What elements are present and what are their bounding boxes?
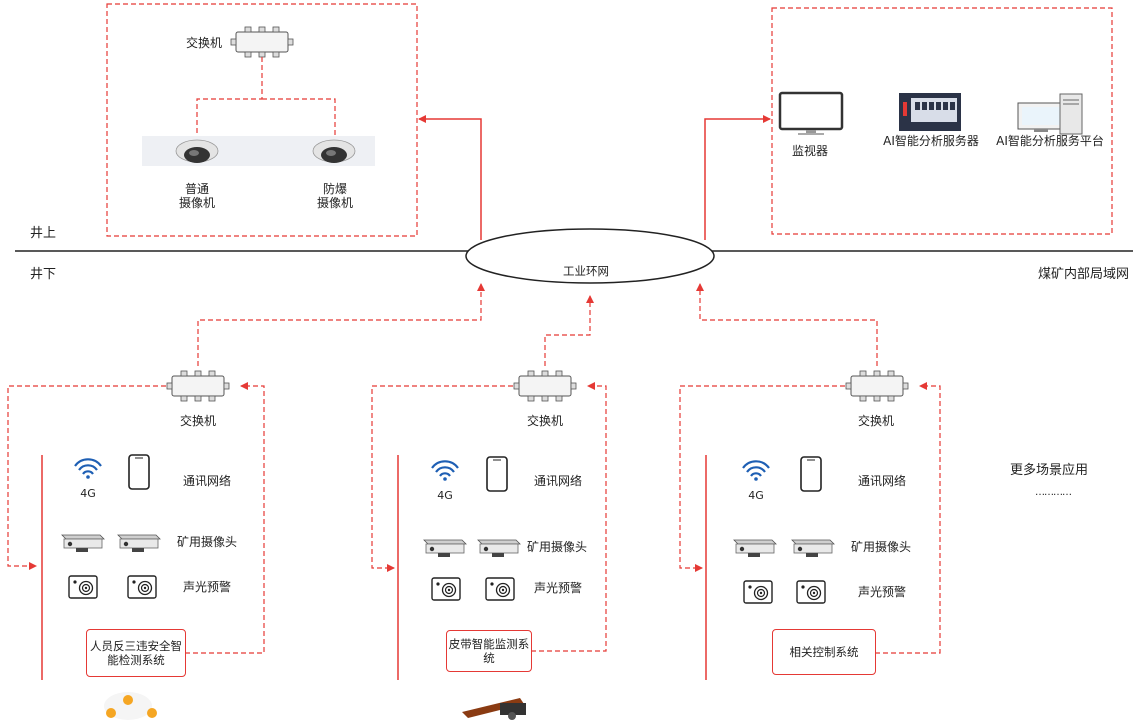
system-box-belt-monitoring: 皮带智能监测系统: [446, 630, 532, 672]
alarm-speaker-icon: [485, 577, 515, 601]
alarm-speaker-icon: [68, 575, 98, 599]
mining-camera-icon: [733, 539, 777, 558]
switch-icon: [230, 26, 294, 58]
comm-network-label: 通讯网络: [534, 474, 583, 488]
alarm-label: 声光预警: [534, 581, 583, 595]
monitor-label: 监视器: [792, 144, 829, 158]
mining-camera-icon: [117, 534, 161, 553]
comm-network-label: 通讯网络: [183, 474, 232, 488]
belt-conveyor-thumbnail: [462, 698, 526, 720]
alarm-speaker-icon: [127, 575, 157, 599]
surface-camera-group: [106, 3, 418, 237]
switch-icon: [166, 370, 230, 402]
zone-label-underground: 井下: [30, 267, 57, 282]
server-icon: [899, 93, 961, 131]
switch-label: 交换机: [186, 36, 223, 50]
switch-icon: [513, 370, 577, 402]
ai-platform-label: AI智能分析服务平台: [996, 134, 1104, 148]
mining-camera-icon: [423, 539, 467, 558]
normal-camera-label: 普通 摄像机: [178, 182, 215, 210]
desktop-pc-icon: [1017, 93, 1083, 135]
4g-label: 4G: [80, 487, 96, 500]
alarm-label: 声光预警: [183, 580, 232, 594]
4g-signal-icon: [73, 458, 103, 480]
mining-camera-label: 矿用摄像头: [527, 540, 588, 554]
system-box-related-control: 相关控制系统: [772, 629, 876, 675]
mining-camera-label: 矿用摄像头: [851, 540, 912, 554]
system-box-safety-detection: 人员反三违安全智能检测系统: [86, 629, 186, 677]
4g-signal-icon: [741, 460, 771, 482]
dome-camera-icon: [175, 139, 219, 163]
comm-network-label: 通讯网络: [858, 474, 907, 488]
alarm-label: 声光预警: [858, 585, 907, 599]
zone-label-surface: 井上: [30, 226, 57, 241]
switch-label: 交换机: [180, 414, 217, 428]
explosion-proof-camera-label: 防爆 摄像机: [316, 182, 353, 210]
phone-icon: [486, 456, 508, 492]
mining-camera-icon: [61, 534, 105, 553]
4g-label: 4G: [437, 489, 453, 502]
mining-camera-icon: [791, 539, 835, 558]
alarm-speaker-icon: [743, 580, 773, 604]
alarm-speaker-icon: [431, 577, 461, 601]
switch-label: 交换机: [527, 414, 564, 428]
mining-camera-label: 矿用摄像头: [177, 535, 238, 549]
lan-label: 煤矿内部局域网: [1038, 267, 1130, 282]
ring-network-label: 工业环网: [563, 264, 609, 278]
ai-server-label: AI智能分析服务器: [883, 134, 979, 148]
mining-camera-icon: [477, 539, 521, 558]
safety-detection-thumbnail: [104, 692, 157, 720]
monitoring-center-group: [771, 7, 1113, 235]
4g-label: 4G: [748, 489, 764, 502]
explosion-proof-dome-camera-icon: [312, 139, 356, 163]
monitor-icon: [778, 91, 844, 135]
industrial-ring-network: [465, 228, 715, 284]
switch-label: 交换机: [858, 414, 895, 428]
alarm-speaker-icon: [796, 580, 826, 604]
phone-icon: [800, 456, 822, 492]
more-scenes-ellipsis: …………: [1035, 487, 1072, 498]
switch-icon: [845, 370, 909, 402]
4g-signal-icon: [430, 460, 460, 482]
more-scenes-label: 更多场景应用: [1010, 463, 1089, 478]
phone-icon: [128, 454, 150, 490]
